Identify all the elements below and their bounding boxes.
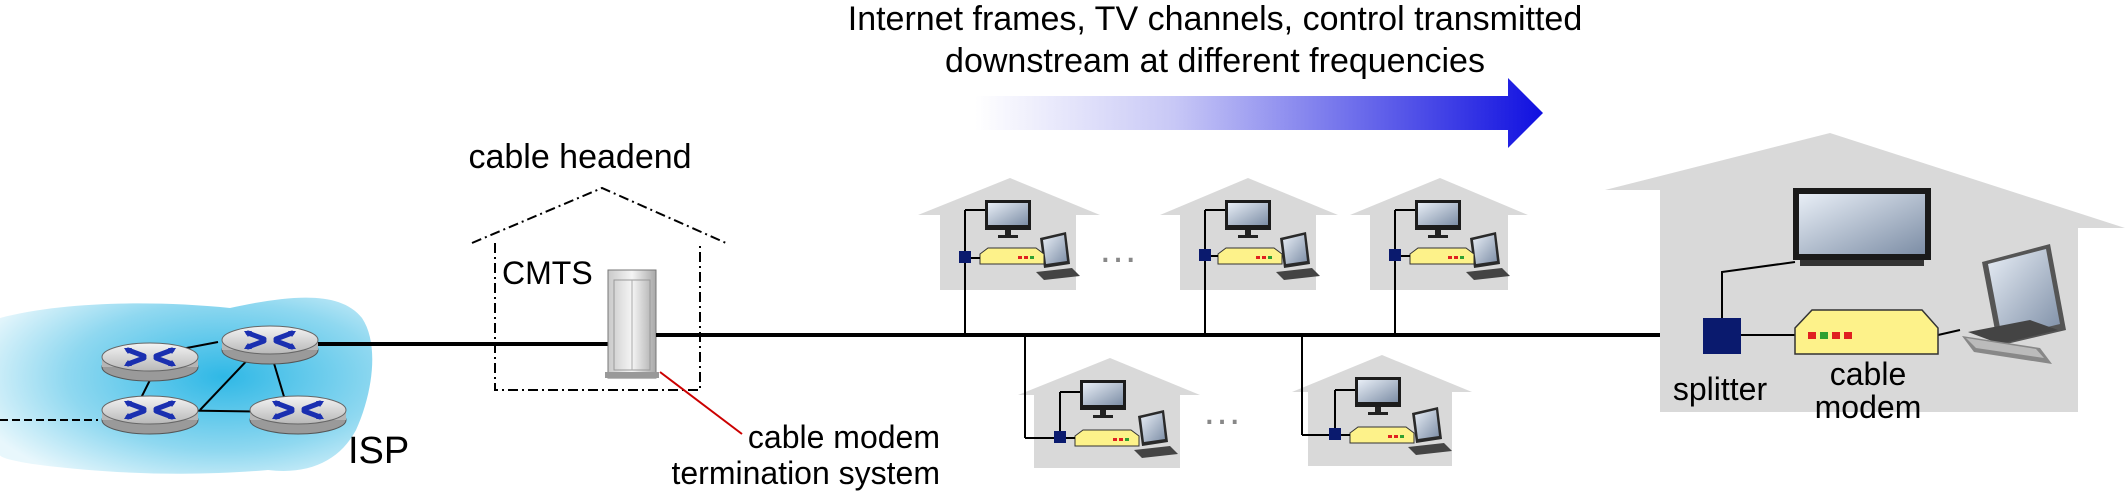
isp-router-3	[102, 396, 198, 434]
title-line-1: Internet frames, TV channels, control tr…	[848, 0, 1583, 38]
isp-router-4	[250, 396, 346, 434]
house-upper-3	[1350, 178, 1528, 290]
house-upper-2	[1160, 178, 1338, 290]
house-drops	[964, 209, 1415, 439]
ellipsis-upper: …	[1098, 227, 1138, 271]
computer-icon	[1962, 244, 2066, 364]
modem-label-line2: modem	[1815, 389, 1922, 425]
downstream-arrow	[975, 78, 1543, 148]
isp-router-1	[102, 343, 198, 381]
headend-label: cable headend	[468, 138, 691, 176]
house-lower-2	[1292, 355, 1472, 466]
cmts-callout-line	[659, 371, 743, 435]
house-splitters	[959, 249, 1401, 443]
cmts-callout-line1: cable modem	[748, 419, 940, 455]
house-lower-1	[1018, 358, 1200, 468]
cmts-label: CMTS	[502, 255, 593, 291]
isp-cloud	[0, 297, 373, 474]
title-line-2: downstream at different frequencies	[945, 42, 1485, 80]
house-upper-1	[918, 178, 1100, 290]
isp-router-2	[222, 326, 318, 364]
ellipsis-lower: …	[1202, 389, 1242, 433]
tv-icon	[1793, 188, 1931, 266]
isp-label: ISP	[348, 430, 409, 472]
splitter-label: splitter	[1673, 371, 1768, 407]
cmts-rack	[605, 269, 659, 379]
modem-label-line1: cable	[1830, 356, 1907, 392]
headend-house	[471, 186, 727, 391]
cable-modem-device	[1794, 309, 1939, 355]
cmts-callout-line2: termination system	[671, 455, 940, 491]
splitter-box	[1703, 318, 1741, 354]
